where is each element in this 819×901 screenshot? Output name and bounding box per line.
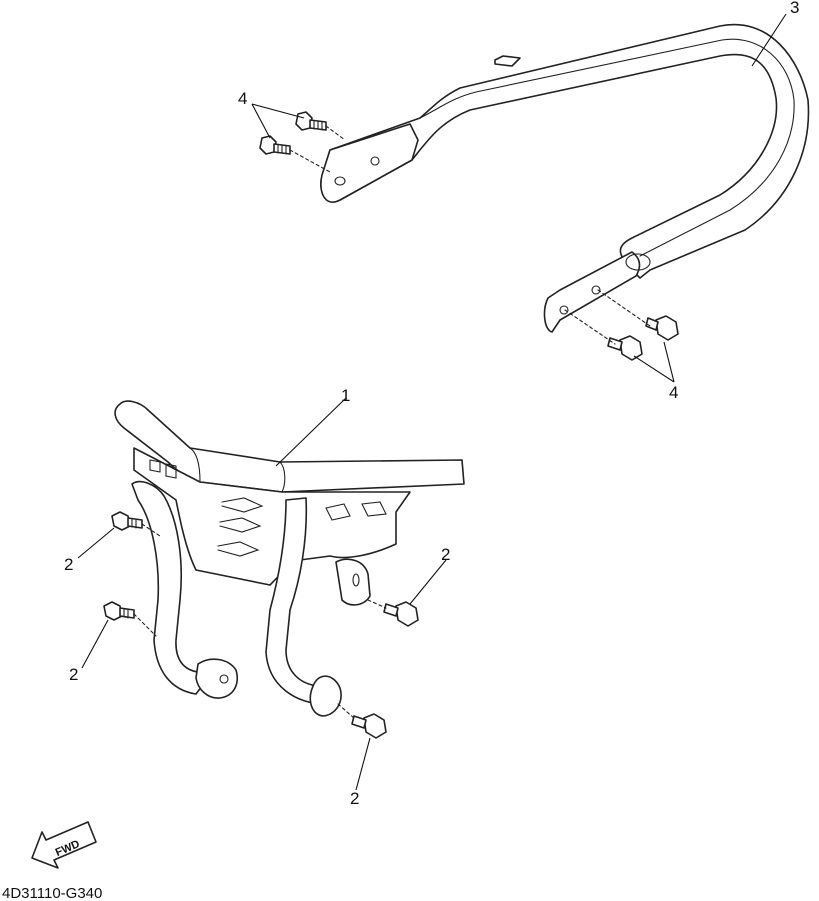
leader-2-c bbox=[409, 559, 447, 605]
bolt-rear-4 bbox=[607, 335, 643, 361]
rear-guard-tube-end bbox=[625, 253, 651, 271]
leader-2-a bbox=[77, 527, 115, 559]
callout-2-left-top: 2 bbox=[64, 555, 73, 574]
callout-4-bottom: 4 bbox=[669, 383, 678, 402]
callout-2-right: 2 bbox=[441, 545, 450, 564]
bolt-rear-3 bbox=[645, 315, 679, 341]
diagram-code: 4D31110-G340 bbox=[2, 885, 102, 901]
skid-plate-front-slots bbox=[325, 501, 387, 521]
callout-3: 3 bbox=[790, 0, 799, 17]
front-bolts bbox=[103, 511, 419, 739]
rear-guard-tube-line bbox=[419, 38, 795, 257]
skid-plate-louvers bbox=[217, 497, 264, 557]
rear-bolts bbox=[259, 111, 679, 361]
rear-guard-bar bbox=[320, 23, 810, 333]
center-bracket-hole bbox=[352, 573, 360, 587]
callout-1: 1 bbox=[341, 386, 350, 405]
rear-guard-tube bbox=[320, 23, 810, 279]
leader-3 bbox=[751, 13, 787, 67]
front-guard-bar bbox=[114, 400, 465, 717]
leader-4-bottom bbox=[633, 341, 675, 383]
fwd-arrow-icon bbox=[31, 821, 97, 869]
rear-guard-tab-top bbox=[494, 55, 521, 67]
rear-plate-right-hole-1 bbox=[559, 305, 569, 315]
leader-4-top bbox=[251, 103, 305, 139]
front-guard-left-leg bbox=[131, 480, 209, 695]
forward-direction-arrow: FWD bbox=[31, 821, 97, 869]
leader-2-b bbox=[81, 619, 109, 669]
callout-2-bottom: 2 bbox=[350, 789, 359, 808]
rear-plate-left-hole-1 bbox=[334, 176, 346, 186]
bolt-rear-2 bbox=[259, 135, 291, 155]
bolt-front-1 bbox=[111, 511, 143, 531]
left-foot-hole bbox=[219, 674, 229, 684]
callout-2-left-bottom: 2 bbox=[69, 665, 78, 684]
callout-4-top: 4 bbox=[238, 89, 247, 108]
front-guard-right-foot bbox=[309, 675, 342, 717]
bolt-front-4 bbox=[351, 713, 387, 739]
rear-plate-left-hole-2 bbox=[370, 156, 380, 166]
bolt-front-2 bbox=[103, 601, 135, 621]
leader-2-d bbox=[355, 737, 371, 791]
front-guard-left-foot bbox=[195, 658, 238, 699]
skid-plate-side-slots bbox=[149, 459, 177, 479]
bolt-front-3 bbox=[383, 601, 419, 627]
bolt-rear-1 bbox=[295, 111, 327, 131]
front-guard-tube-joints bbox=[189, 447, 286, 493]
rear-plate-right-hole-2 bbox=[591, 285, 601, 295]
leader-1 bbox=[275, 397, 347, 467]
leader-lines bbox=[77, 13, 787, 791]
